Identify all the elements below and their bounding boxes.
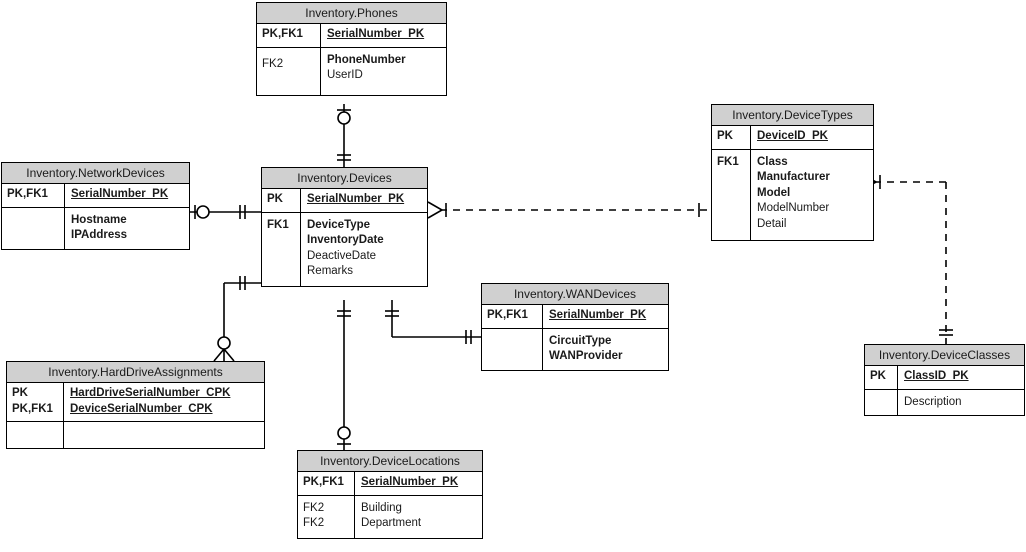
entity-title: Inventory.WANDevices bbox=[482, 284, 668, 305]
entity-attr-section bbox=[7, 421, 264, 448]
entity-inventory-networkdevices[interactable]: Inventory.NetworkDevices PK,FK1 SerialNu… bbox=[1, 162, 190, 250]
connector-devices-harddriveassignments bbox=[213, 276, 261, 362]
key-label: PK,FK1 bbox=[303, 476, 344, 488]
attribute-label: Description bbox=[904, 395, 962, 408]
key-label: FK2 bbox=[303, 501, 325, 514]
connector-devices-devicetypes bbox=[427, 201, 711, 219]
entity-inventory-phones[interactable]: Inventory.Phones PK,FK1 SerialNumber_PK … bbox=[256, 2, 447, 96]
attribute-label: UserID bbox=[327, 69, 363, 81]
entity-attr-section: FK1 Class Manufacturer Model ModelNumber… bbox=[712, 148, 873, 240]
attribute-label: DeviceSerialNumber_CPK bbox=[70, 402, 213, 415]
entity-pk-section: PK,FK1 SerialNumber_PK bbox=[482, 305, 668, 328]
key-label: PK,FK1 bbox=[12, 402, 53, 415]
attribute-label: CircuitType bbox=[549, 334, 612, 347]
connector-phones-devices bbox=[337, 104, 351, 168]
attribute-label: PhoneNumber bbox=[327, 53, 406, 66]
entity-title: Inventory.HardDriveAssignments bbox=[7, 362, 264, 383]
entity-pk-section: PK,FK1 SerialNumber_PK bbox=[257, 24, 446, 47]
attribute-label: SerialNumber_PK bbox=[327, 28, 425, 40]
entity-attr-section: FK1 DeviceType InventoryDate DeactiveDat… bbox=[262, 211, 427, 286]
key-label: FK2 bbox=[303, 517, 325, 529]
entity-title: Inventory.DeviceLocations bbox=[298, 451, 482, 472]
entity-title: Inventory.DeviceClasses bbox=[865, 345, 1024, 366]
attribute-label: Hostname bbox=[71, 213, 127, 226]
entity-pk-section: PK PK,FK1 HardDriveSerialNumber_CPK Devi… bbox=[7, 383, 264, 421]
key-label: PK,FK1 bbox=[7, 188, 48, 200]
key-label: FK2 bbox=[262, 57, 284, 70]
entity-inventory-devicetypes[interactable]: Inventory.DeviceTypes PK DeviceID_PK FK1… bbox=[711, 104, 874, 241]
key-label: PK bbox=[717, 130, 733, 142]
key-label: FK1 bbox=[267, 218, 289, 231]
attribute-label: Detail bbox=[757, 217, 787, 230]
attribute-label: WANProvider bbox=[549, 350, 623, 362]
key-label: PK,FK1 bbox=[487, 309, 528, 321]
entity-title: Inventory.Devices bbox=[262, 168, 427, 189]
attribute-label: DeactiveDate bbox=[307, 249, 377, 262]
entity-title: Inventory.Phones bbox=[257, 3, 446, 24]
attribute-label: SerialNumber_PK bbox=[361, 476, 459, 488]
attribute-label: InventoryDate bbox=[307, 234, 384, 246]
attribute-label: ClassID_PK bbox=[904, 370, 969, 382]
key-label: PK bbox=[12, 387, 28, 399]
attribute-label: ModelNumber bbox=[757, 202, 830, 214]
connector-networkdevices-devices bbox=[190, 205, 261, 219]
attribute-label: Building bbox=[361, 501, 402, 514]
attribute-label: DeviceType bbox=[307, 218, 371, 231]
attribute-label: SerialNumber_PK bbox=[549, 309, 647, 321]
entity-pk-section: PK,FK1 SerialNumber_PK bbox=[298, 472, 482, 495]
entity-attr-section: Hostname IPAddress bbox=[2, 206, 189, 249]
entity-inventory-devices[interactable]: Inventory.Devices PK SerialNumber_PK FK1… bbox=[261, 167, 428, 287]
key-label: PK bbox=[870, 370, 886, 382]
entity-inventory-devicelocations[interactable]: Inventory.DeviceLocations PK,FK1 SerialN… bbox=[297, 450, 483, 539]
connector-devices-wandevices bbox=[385, 300, 481, 344]
attribute-label: Department bbox=[361, 517, 422, 529]
attribute-label: Remarks bbox=[307, 265, 354, 277]
key-label: PK,FK1 bbox=[262, 28, 303, 40]
connector-devicetypes-deviceclasses bbox=[861, 173, 953, 345]
attribute-label: SerialNumber_PK bbox=[71, 188, 169, 200]
entity-attr-section: CircuitType WANProvider bbox=[482, 327, 668, 370]
key-label: PK bbox=[267, 193, 283, 205]
attribute-label: Manufacturer bbox=[757, 171, 830, 183]
attribute-label: HardDriveSerialNumber_CPK bbox=[70, 387, 231, 399]
entity-title: Inventory.NetworkDevices bbox=[2, 163, 189, 184]
entity-attr-section: FK2 FK2 Building Department bbox=[298, 494, 482, 538]
attribute-label: IPAddress bbox=[71, 229, 128, 241]
entity-inventory-deviceclasses[interactable]: Inventory.DeviceClasses PK ClassID_PK De… bbox=[864, 344, 1025, 416]
attribute-label: Class bbox=[757, 155, 788, 168]
entity-inventory-wandevices[interactable]: Inventory.WANDevices PK,FK1 SerialNumber… bbox=[481, 283, 669, 371]
entity-title: Inventory.DeviceTypes bbox=[712, 105, 873, 126]
connector-devices-devicelocations bbox=[337, 300, 351, 450]
key-label: FK1 bbox=[717, 155, 739, 168]
entity-pk-section: PK DeviceID_PK bbox=[712, 126, 873, 149]
entity-pk-section: PK,FK1 SerialNumber_PK bbox=[2, 184, 189, 207]
attribute-label: SerialNumber_PK bbox=[307, 193, 405, 205]
entity-inventory-harddriveassignments[interactable]: Inventory.HardDriveAssignments PK PK,FK1… bbox=[6, 361, 265, 449]
attribute-label: Model bbox=[757, 186, 791, 199]
entity-pk-section: PK ClassID_PK bbox=[865, 366, 1024, 389]
entity-pk-section: PK SerialNumber_PK bbox=[262, 189, 427, 212]
attribute-label: DeviceID_PK bbox=[757, 130, 828, 142]
entity-attr-section: Description bbox=[865, 388, 1024, 415]
entity-attr-section: FK2 PhoneNumber UserID bbox=[257, 46, 446, 95]
